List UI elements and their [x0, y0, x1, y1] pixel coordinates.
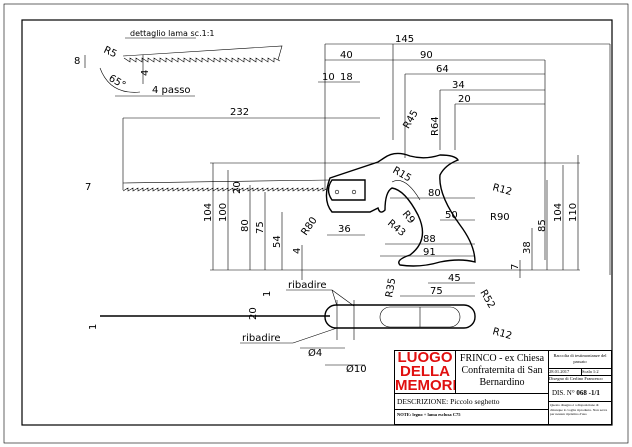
dim-7-right: 7 — [510, 264, 521, 270]
dim-85: 85 — [537, 219, 548, 232]
dim-40: 40 — [340, 50, 353, 61]
location: FRINCO - ex Chiesa Confraternita di San … — [455, 350, 549, 394]
blade-detail: dettaglio lama sc.1:1 8 R5 65° 4 4 passo — [74, 29, 283, 97]
drawing-number-value: 068 -1/1 — [576, 389, 600, 397]
copyright-note: Questo disegno è a disposizione di chiun… — [548, 401, 612, 425]
dim-75-inner: 75 — [430, 286, 443, 297]
dim-38: 38 — [522, 241, 533, 254]
inner-dimensions: 80 50 88 91 36 45 75 — [327, 188, 475, 297]
radius-r35: R35 — [384, 277, 398, 298]
radius-r45: R45 — [401, 108, 420, 131]
vertical-dimensions: 104 100 80 75 54 4 7 20 38 7 85 104 110 — [85, 155, 580, 280]
dim-1-left: 1 — [88, 324, 99, 330]
radius-labels: R15 R12 R9 R43 R80 R90 R35 R52 R12 — [299, 165, 513, 342]
dim-phi4: Ø4 — [308, 347, 322, 359]
radius-r12: R12 — [491, 182, 513, 198]
radius-r52: R52 — [477, 288, 496, 311]
dim-7-left: 7 — [85, 182, 91, 193]
detail-title: dettaglio lama sc.1:1 — [130, 29, 214, 38]
dim-4-left: 4 — [292, 248, 303, 254]
radius-r43: R43 — [385, 218, 407, 239]
radius-r80: R80 — [299, 215, 319, 237]
description: DESCRIZIONE: Piccolo seghetto — [394, 393, 549, 410]
sheet-border — [3, 3, 629, 444]
dim-91: 91 — [423, 247, 436, 258]
dim-45: 45 — [448, 273, 461, 284]
dim-20-left: 20 — [232, 181, 243, 194]
collection: Raccolta di testimonianze del passato — [548, 350, 612, 369]
dim-10: 10 — [322, 72, 335, 83]
radius-r5: R5 — [102, 45, 119, 61]
section-view: ribadire ribadire 1 20 1 Ø4 Ø10 — [88, 280, 476, 375]
dim-88: 88 — [423, 234, 436, 245]
dim-64: 64 — [436, 64, 449, 75]
logo-line-2: DELLA — [400, 363, 450, 380]
note: NOTE: legno + lama esclusa C75 — [394, 409, 549, 425]
dim-20-section: 20 — [248, 307, 259, 320]
pitch-label: 4 passo — [152, 85, 191, 96]
dim-8: 8 — [74, 56, 80, 67]
logo-line-1: LUOGO — [397, 349, 453, 366]
dim-232: 232 — [230, 107, 249, 118]
dim-34: 34 — [452, 80, 465, 91]
radius-r64: R64 — [430, 116, 441, 136]
dim-1-top: 1 — [262, 291, 273, 297]
radius-r15: R15 — [391, 165, 414, 184]
logo: LUOGO DELLA MEMORIA — [394, 349, 468, 394]
dim-18: 18 — [340, 72, 353, 83]
dim-4-detail: 4 — [140, 70, 151, 76]
top-dimensions: 145 40 90 64 34 20 10 18 232 R45 R64 — [122, 34, 611, 275]
dim-104-right: 104 — [553, 203, 564, 222]
logo-line-3: MEMORIA — [395, 377, 468, 394]
radius-r9: R9 — [400, 209, 417, 226]
rivet-label-bottom: ribadire — [242, 333, 281, 344]
dim-100: 100 — [218, 203, 229, 222]
dim-50: 50 — [445, 210, 458, 221]
saw-side-view — [122, 152, 476, 267]
dim-80-inner: 80 — [428, 188, 441, 199]
drawing-frame — [21, 19, 613, 426]
dim-36: 36 — [338, 224, 351, 235]
radius-r90: R90 — [490, 212, 510, 223]
radius-r12-section: R12 — [491, 326, 513, 342]
dim-54: 54 — [272, 235, 283, 248]
rivet-label-top: ribadire — [288, 280, 327, 291]
dim-phi10: Ø10 — [346, 363, 367, 375]
drawing-number: DIS. N° 068 -1/1 — [548, 382, 612, 402]
dim-90: 90 — [420, 50, 433, 61]
drawing-number-label: DIS. N° — [552, 389, 575, 397]
dim-20: 20 — [458, 94, 471, 105]
dim-110: 110 — [568, 203, 579, 222]
dim-75-left: 75 — [255, 221, 266, 234]
dim-145: 145 — [395, 34, 414, 45]
dim-104-left: 104 — [203, 203, 214, 222]
dim-80-left: 80 — [240, 219, 251, 232]
